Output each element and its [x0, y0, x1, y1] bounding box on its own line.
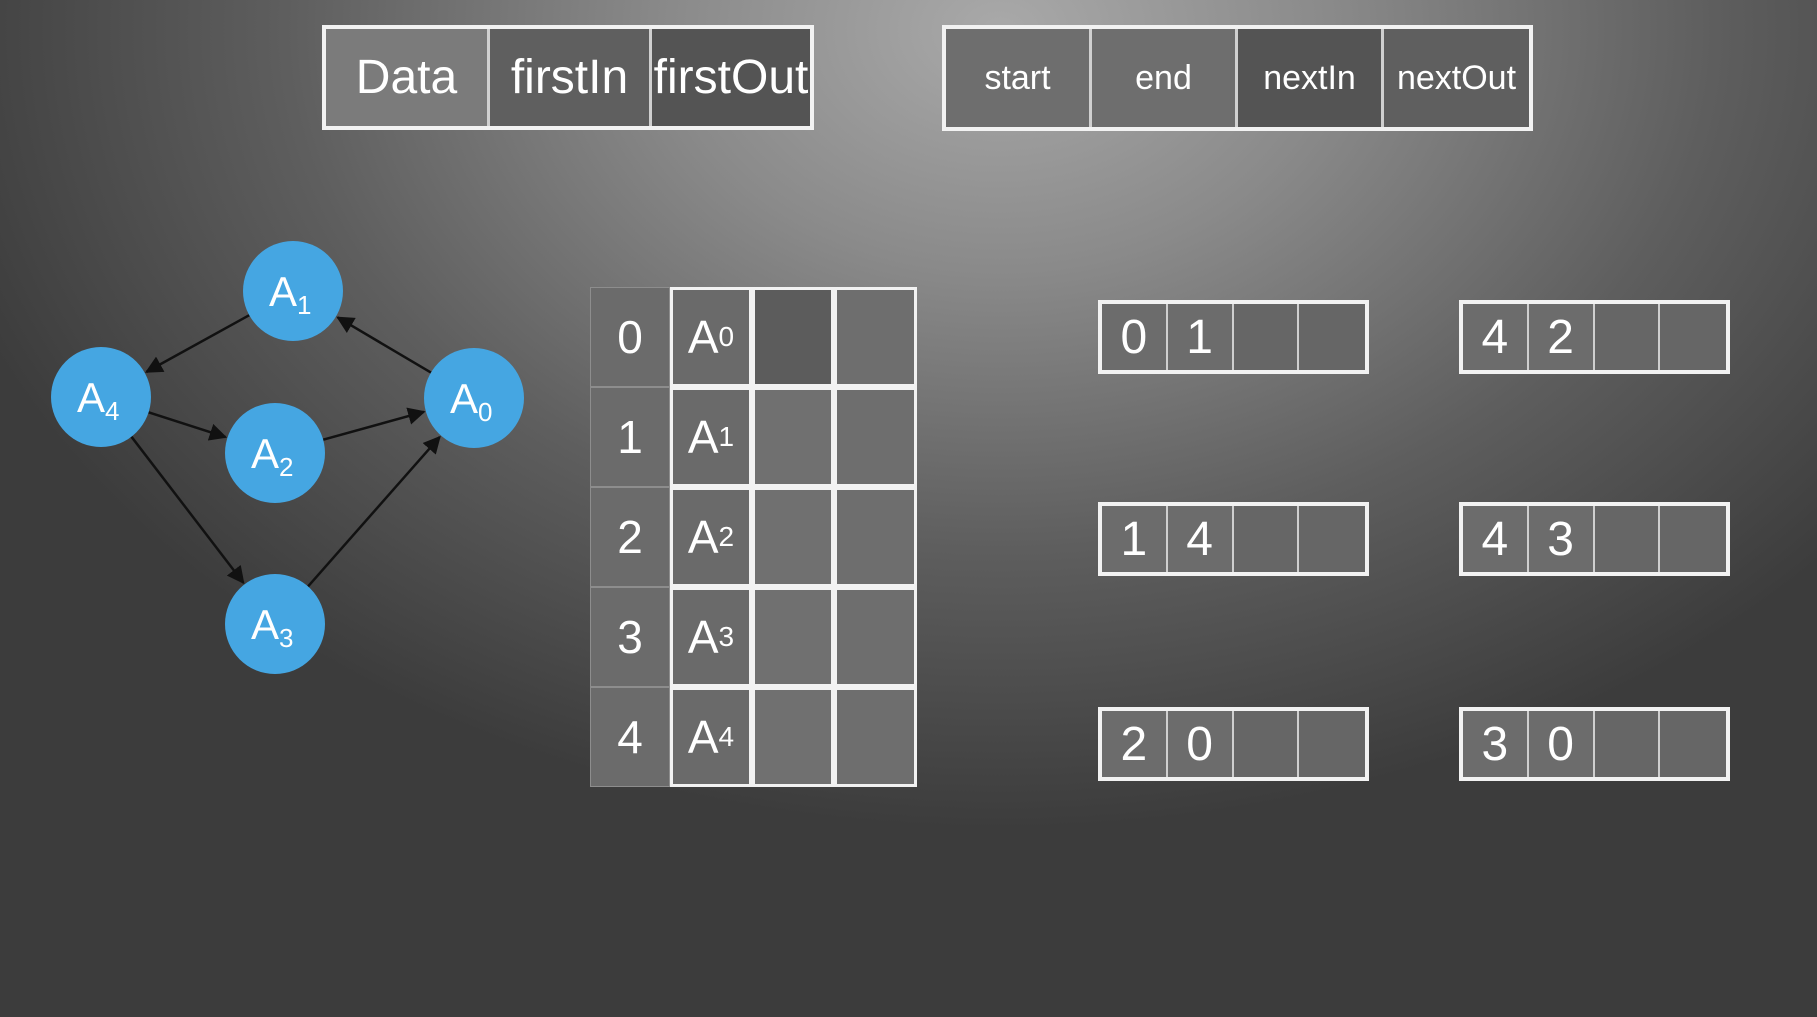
next-out-slot: [1299, 506, 1365, 572]
edge-start: 4: [1463, 304, 1529, 370]
next-in-field-label: nextIn: [1238, 29, 1384, 127]
vertex-index: 1: [590, 387, 670, 487]
graph-edge-arrow: [144, 314, 250, 373]
next-out-slot: [1660, 506, 1726, 572]
first-out-slot: [834, 687, 917, 787]
first-out-slot: [834, 287, 917, 387]
edge-record: 3 0: [1459, 707, 1730, 781]
first-out-field-label: firstOut: [652, 29, 810, 126]
vertex-index: 3: [590, 587, 670, 687]
next-out-slot: [1299, 304, 1365, 370]
next-in-slot: [1233, 506, 1300, 572]
first-out-slot: [834, 387, 917, 487]
edge-end: 3: [1528, 506, 1595, 572]
end-field-label: end: [1092, 29, 1238, 127]
node-circle: [424, 348, 524, 448]
graph-edge-arrow: [336, 316, 432, 374]
edge-record: 4 2: [1459, 300, 1730, 374]
first-in-slot: [752, 687, 834, 787]
next-in-slot: [1594, 304, 1661, 370]
graph-node: A2: [225, 403, 325, 503]
first-in-slot: [752, 387, 834, 487]
graph-edge-arrow: [148, 411, 228, 441]
graph-edge-arrow: [307, 435, 441, 588]
edge-start: 2: [1102, 711, 1168, 777]
vertex-index: 4: [590, 687, 670, 787]
edge-start: 0: [1102, 304, 1168, 370]
next-in-slot: [1594, 506, 1661, 572]
next-out-slot: [1660, 711, 1726, 777]
next-out-slot: [1299, 711, 1365, 777]
first-out-slot: [834, 587, 917, 687]
next-in-slot: [1233, 304, 1300, 370]
first-in-slot: [752, 287, 834, 387]
graph-node: A0: [424, 348, 524, 448]
edge-end: 2: [1528, 304, 1595, 370]
vertex-structure-header: Data firstIn firstOut: [322, 25, 814, 130]
start-field-label: start: [946, 29, 1092, 127]
next-out-field-label: nextOut: [1384, 29, 1529, 127]
graph-edge-arrow: [130, 435, 245, 585]
first-in-field-label: firstIn: [490, 29, 652, 126]
edge-start: 1: [1102, 506, 1168, 572]
vertex-index: 0: [590, 287, 670, 387]
edge-end: 0: [1528, 711, 1595, 777]
graph-node: A1: [243, 241, 343, 341]
next-in-slot: [1594, 711, 1661, 777]
graph-node: A4: [51, 347, 151, 447]
node-circle: [225, 403, 325, 503]
next-out-slot: [1660, 304, 1726, 370]
data-field-label: Data: [326, 29, 490, 126]
graph-node: A3: [225, 574, 325, 674]
vertex-index: 2: [590, 487, 670, 587]
edge-structure-header: start end nextIn nextOut: [942, 25, 1533, 131]
edge-record: 1 4: [1098, 502, 1369, 576]
edge-end: 0: [1167, 711, 1234, 777]
node-circle: [243, 241, 343, 341]
node-label: A4: [77, 374, 119, 426]
edge-record: 2 0: [1098, 707, 1369, 781]
next-in-slot: [1233, 711, 1300, 777]
first-in-slot: [752, 587, 834, 687]
edge-start: 4: [1463, 506, 1529, 572]
edge-end: 4: [1167, 506, 1234, 572]
node-circle: [225, 574, 325, 674]
edge-record: 4 3: [1459, 502, 1730, 576]
edge-end: 1: [1167, 304, 1234, 370]
node-circle: [51, 347, 151, 447]
first-in-slot: [752, 487, 834, 587]
edge-start: 3: [1463, 711, 1529, 777]
edge-record: 0 1: [1098, 300, 1369, 374]
graph-edge-arrow: [322, 407, 426, 441]
first-out-slot: [834, 487, 917, 587]
